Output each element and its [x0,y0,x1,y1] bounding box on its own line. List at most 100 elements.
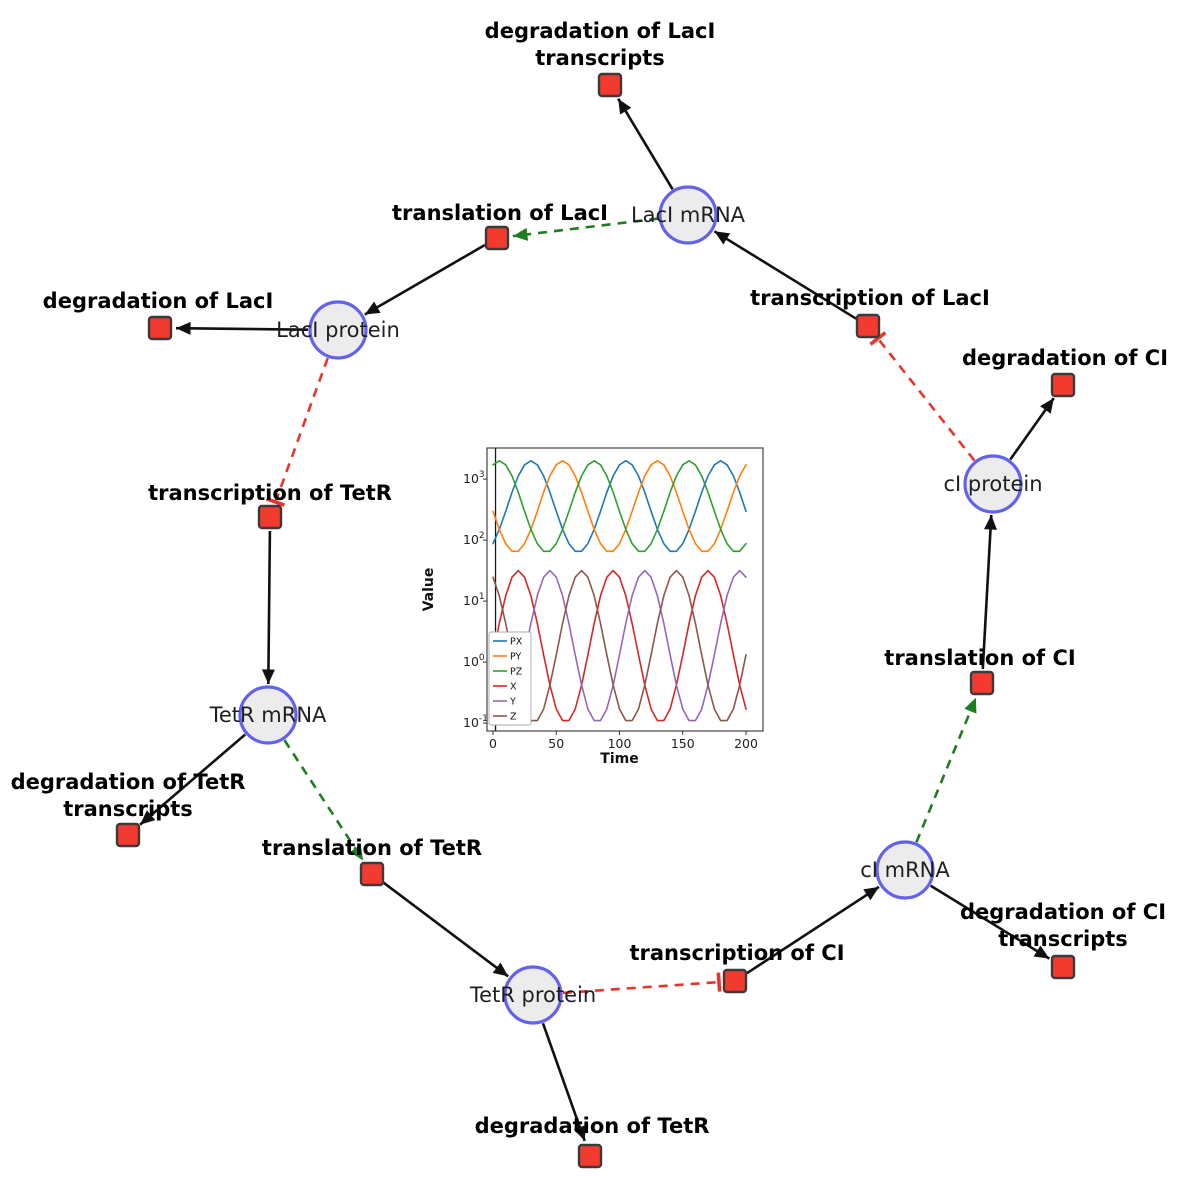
edge-production-txn_cI-to-cI_mRNA [745,885,880,975]
legend-label-X: X [510,682,517,693]
y-tick-exponent: 2 [479,531,485,541]
edge-production-txn_TetR-to-TetR_mRNA [261,530,275,685]
legend-label-PY: PY [510,652,522,663]
series-line-PZ [492,459,747,553]
edge-inhibition-cI_protein-to-txn_LacI [869,331,976,462]
reaction-node-deg_cI [1050,372,1076,398]
edge-consumption-TetR_protein-to-deg_TetR [541,1022,586,1142]
y-tick-label: 101 [463,592,485,608]
reaction-node-deg_LacI_tx [597,72,623,98]
reaction-label-txn_cI: transcription of CI [629,941,844,965]
reaction-label-deg_LacI: degradation of LacI [43,289,274,313]
edge-consumption-TetR_mRNA-to-deg_TetR_tx [139,733,247,826]
reaction-label-deg_cI_tx: degradation of CI transcripts [960,900,1166,951]
reaction-label-transl_cI: translation of CI [884,646,1075,670]
reaction-label-line: transcription of LacI [750,286,990,310]
x-tick-label: 100 [608,736,632,751]
reaction-label-deg_TetR: degradation of TetR [475,1114,710,1138]
species-label-TetR_mRNA: TetR mRNA [209,703,327,727]
y-tick-label: 103 [463,470,485,486]
y-tick-exponent: 0 [479,653,485,663]
edge-consumption-LacI_protein-to-deg_LacI [175,321,309,335]
series-line-Z [492,569,747,722]
edge-inhibition-TetR_protein-to-txn_cI [562,972,722,995]
edge-activation-cI_mRNA-to-transl_cI [915,697,978,843]
species-label-LacI_mRNA: LacI mRNA [631,203,746,227]
y-tick-base: 10 [463,593,479,608]
edge-production-transl_LacI-to-LacI_protein [364,243,486,316]
edge-production-txn_LacI-to-LacI_mRNA [713,230,857,320]
edge-production-transl_cI-to-cI_protein [981,514,997,670]
reaction-label-line: degradation of CI [962,346,1168,370]
reaction-node-txn_cI [722,968,748,994]
y-tick-base: 10 [463,715,479,730]
reaction-label-line: transcription of TetR [148,481,392,505]
y-tick-label: 102 [463,531,485,547]
reaction-label-line: degradation of TetR [475,1114,710,1138]
nodes-layer [115,72,1076,1169]
reaction-node-transl_cI [969,670,995,696]
species-node-LacI_mRNA [658,185,718,245]
y-tick-base: 10 [463,654,479,669]
reaction-label-deg_cI: degradation of CI [962,346,1168,370]
edge-consumption-cI_mRNA-to-deg_cI_tx [929,884,1051,960]
x-tick-label: 0 [489,736,497,751]
reaction-label-txn_TetR: transcription of TetR [148,481,392,505]
species-label-TetR_protein: TetR protein [469,983,596,1007]
y-tick-exponent: 3 [479,470,485,480]
legend-label-Z: Z [510,712,517,723]
y-tick-label: 100 [463,653,485,669]
species-node-LacI_protein [308,300,368,360]
legend-label-Y: Y [509,697,516,708]
y-tick-base: 10 [463,471,479,486]
species-node-cI_protein [963,454,1023,514]
series-line-PY [492,459,747,553]
reaction-node-transl_TetR [359,861,385,887]
reaction-label-line: degradation of TetR [11,770,246,794]
chart-frame [486,447,764,732]
reaction-label-line: transcripts [63,797,193,821]
y-tick-exponent: -1 [479,714,488,724]
reaction-node-transl_LacI [484,225,510,251]
legend-label-PX: PX [510,637,523,648]
reaction-label-line: degradation of LacI [43,289,274,313]
x-axis-label: Time [600,751,638,765]
reaction-node-deg_TetR_tx [115,822,141,848]
reaction-node-deg_cI_tx [1050,954,1076,980]
reaction-label-deg_LacI_tx: degradation of LacI transcripts [485,19,716,70]
species-node-cI_mRNA [875,840,935,900]
edge-activation-LacI_mRNA-to-transl_LacI [512,217,659,241]
edge-consumption-LacI_mRNA-to-deg_LacI_tx [617,98,674,190]
species-label-cI_protein: cI protein [943,472,1042,496]
species-node-TetR_protein [503,965,563,1025]
y-tick-exponent: 1 [479,592,485,602]
x-tick-label: 50 [548,736,564,751]
edge-consumption-cI_protein-to-deg_cI [1009,397,1055,461]
reaction-label-line: translation of CI [884,646,1075,670]
legend-label-PZ: PZ [510,667,523,678]
species-node-TetR_mRNA [238,685,298,745]
reaction-label-line: translation of LacI [392,201,608,225]
reaction-label-line: translation of TetR [262,836,482,860]
reaction-label-transl_TetR: translation of TetR [262,836,482,860]
y-tick-label: 10-1 [463,714,488,730]
edges-layer [139,98,1055,1142]
reaction-label-line: transcription of CI [629,941,844,965]
y-tick-base: 10 [463,532,479,547]
reaction-label-line: degradation of LacI [485,19,716,43]
reaction-node-deg_LacI [147,315,173,341]
reaction-label-line: transcripts [998,927,1128,951]
reaction-node-txn_LacI [855,313,881,339]
species-label-cI_mRNA: cI mRNA [860,858,950,882]
reaction-label-line: transcripts [535,46,665,70]
reaction-label-line: degradation of CI [960,900,1166,924]
reaction-node-txn_TetR [257,504,283,530]
reaction-label-txn_LacI: transcription of LacI [750,286,990,310]
edge-activation-TetR_mRNA-to-transl_TetR [283,739,365,862]
species-label-LacI_protein: LacI protein [276,318,400,342]
reaction-label-deg_TetR_tx: degradation of TetR transcripts [11,770,246,821]
series-line-X [492,569,747,722]
